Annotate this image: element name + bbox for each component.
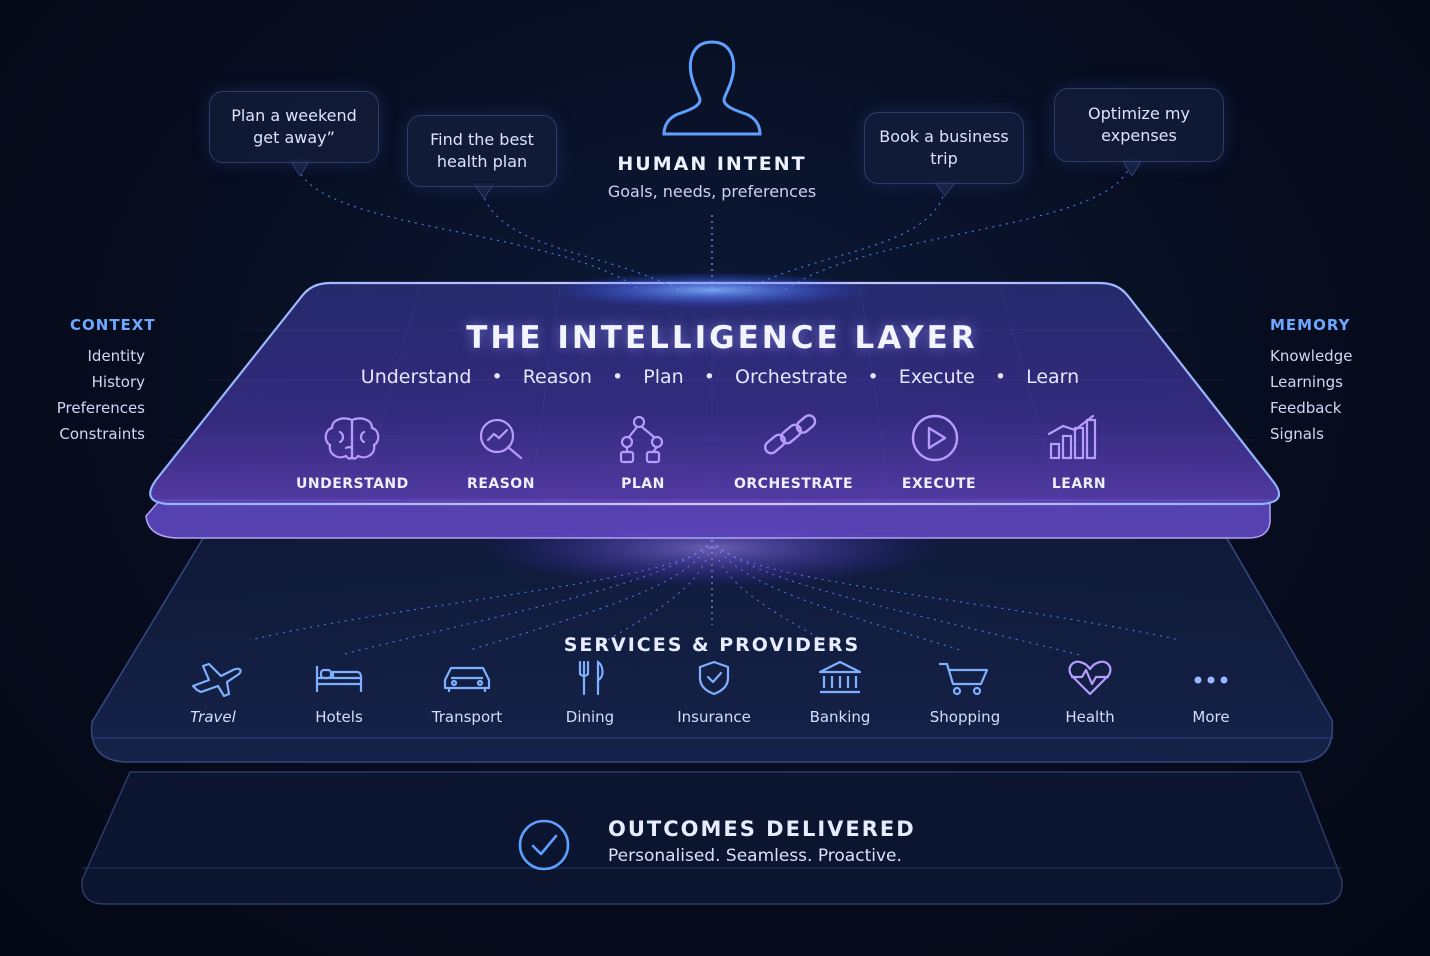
service-label: Hotels [315,708,363,726]
intelligence-layer-steps: Understand • Reason • Plan • Orchestrate… [340,366,1100,388]
fork-knife-icon [578,659,604,696]
step-label: Understand [360,366,472,388]
bubble-text-line: Plan a weekend [231,106,357,125]
bubble-text-line: trip [930,149,958,168]
context-item: Preferences [56,399,145,417]
bank-icon [818,660,862,694]
step-label: Execute [898,366,975,388]
bubble-text-line: expenses [1101,126,1177,145]
step-label: Learn [1026,366,1080,388]
memory-item: Knowledge [1270,347,1353,365]
step-separator: • [867,366,879,388]
human-intent-subtitle: Goals, needs, preferences [607,182,817,201]
flow-icon [619,415,664,464]
service-label: Banking [809,708,871,726]
bar-chart-icon [1047,414,1097,460]
capability-reason: REASON [445,412,557,492]
person-icon [662,40,762,136]
step-separator: • [612,366,624,388]
service-hotels: Hotels [299,656,379,726]
airplane-icon [191,662,242,698]
context-item: History [91,373,145,391]
chain-link-icon [763,414,817,455]
context-item: Identity [87,347,146,365]
step-label: Orchestrate [735,366,848,388]
bubble-text-line: health plan [436,152,528,171]
capability-label: EXECUTE [901,476,977,492]
intent-bubble-3: Book a business trip [864,112,1024,184]
human-intent-title: HUMAN INTENT [617,153,807,175]
services-slab [90,534,1334,763]
shield-icon [698,660,730,696]
service-label: Insurance [677,708,751,726]
service-transport: Transport [427,656,507,726]
brain-icon [324,417,380,460]
bubble-text-line: Find the best [430,130,534,149]
service-shopping: Shopping [925,656,1005,726]
check-circle-icon [518,819,570,871]
memory-item: Signals [1270,425,1324,443]
service-travel: Travel [173,656,253,726]
outcomes-subtitle: Personalised. Seamless. Proactive. [608,846,902,866]
service-insurance: Insurance [674,656,754,726]
service-health: Health [1050,656,1130,726]
bubble-text-line: get away” [253,128,335,147]
cart-icon [939,662,989,696]
service-label: Health [1065,708,1115,726]
capability-label: UNDERSTAND [296,476,409,492]
intent-bubble-2: Find the best health plan [407,115,557,187]
heart-pulse-icon [1068,660,1112,696]
memory-panel: MEMORY Knowledge Learnings Feedback Sign… [1270,316,1410,447]
service-label: Transport [431,708,503,726]
context-panel: CONTEXT Identity History Preferences Con… [40,316,156,447]
capability-label: REASON [467,476,535,492]
outcomes-title: OUTCOMES DELIVERED [608,817,916,841]
capability-execute: EXECUTE [883,412,995,492]
step-separator: • [703,366,715,388]
memory-item: Learnings [1270,373,1343,391]
memory-title: MEMORY [1270,316,1351,334]
more-icon [1194,676,1228,684]
outcomes-slab [81,771,1343,905]
magnifier-chart-icon [479,418,523,460]
play-icon [911,414,959,462]
step-label: Plan [643,366,684,388]
memory-item: Feedback [1270,399,1342,417]
capability-label: LEARN [1051,476,1107,492]
intent-bubble-1: Plan a weekend get away” [209,91,379,163]
bubble-text-line: Book a business [879,127,1009,146]
service-more: More [1171,656,1251,726]
service-dining: Dining [550,656,630,726]
intent-bubble-4: Optimize my expenses [1054,88,1224,162]
step-label: Reason [522,366,592,388]
step-separator: • [491,366,503,388]
service-label: Shopping [929,708,1001,726]
capability-label: ORCHESTRATE [734,476,854,492]
service-label: Dining [565,708,615,726]
context-title: CONTEXT [70,316,156,334]
capability-learn: LEARN [1023,412,1135,492]
step-separator: • [994,366,1007,388]
service-label: Travel [190,708,236,726]
bubble-text-line: Optimize my [1088,104,1190,123]
service-label: More [1192,708,1230,726]
capability-label: PLAN [621,476,665,492]
capability-orchestrate: ORCHESTRATE [734,412,854,492]
intelligence-layer-title: THE INTELLIGENCE LAYER [466,320,978,356]
service-banking: Banking [800,656,880,726]
capability-plan: PLAN [587,412,699,492]
context-item: Constraints [59,425,145,443]
capability-understand: UNDERSTAND [296,412,408,492]
upper-glow [552,272,872,308]
services-title: SERVICES & PROVIDERS [563,634,861,656]
bed-icon [315,666,363,692]
intelligence-layer-slab [145,281,1281,539]
car-icon [443,666,491,692]
